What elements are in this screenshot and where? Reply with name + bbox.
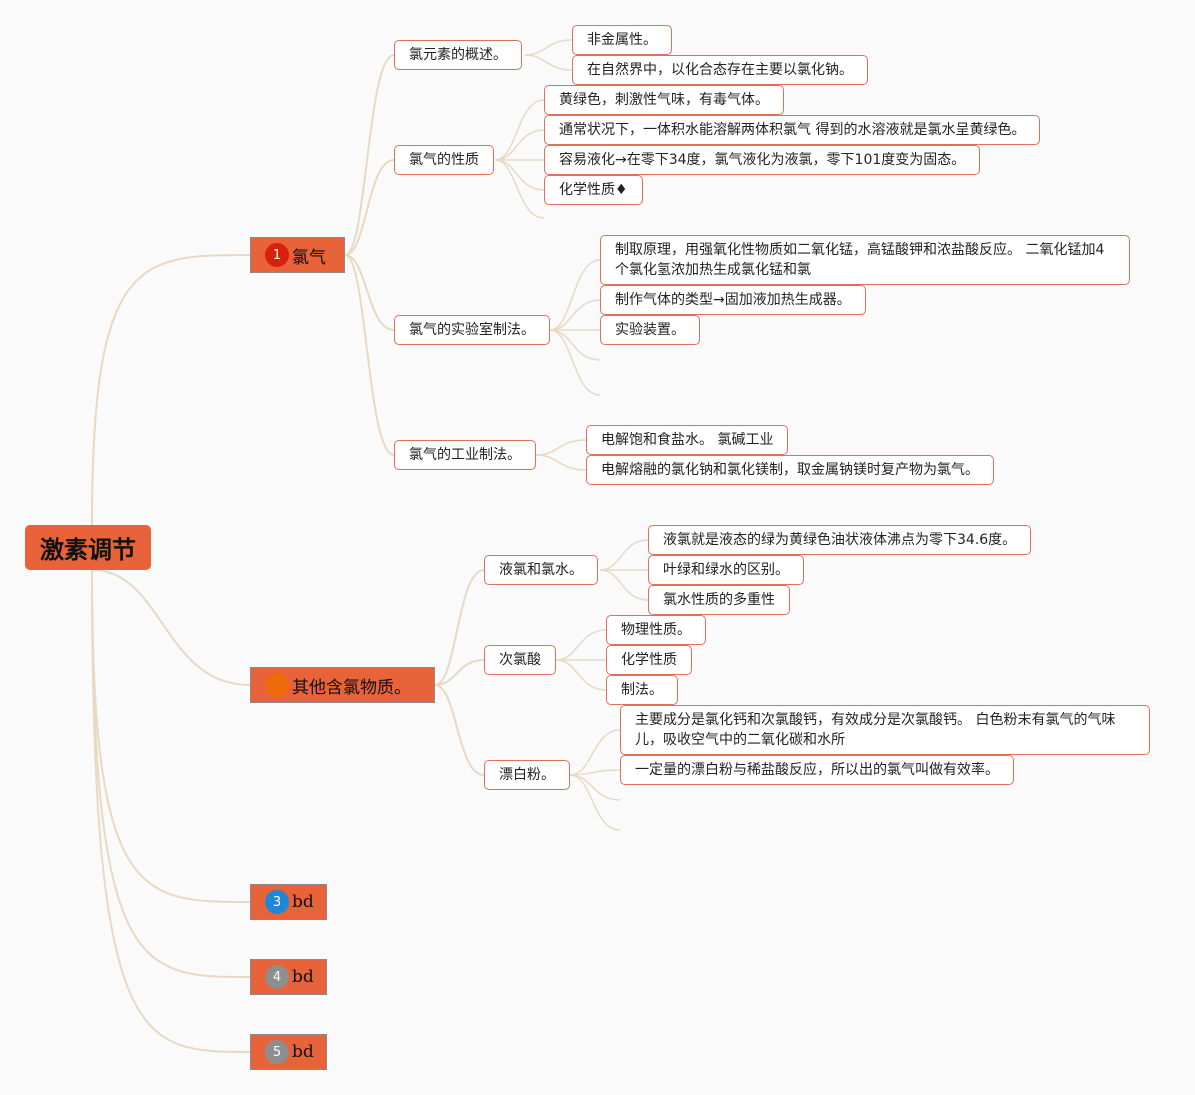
subtopic[interactable]: 主要成分是氯化钙和次氯酸钙，有效成分是次氯酸钙。 白色粉末有氯气的气味儿，吸收空…	[620, 705, 1150, 755]
topic-chlorine-overview[interactable]: 氯元素的概述。	[394, 40, 522, 70]
connector-line	[91, 569, 251, 686]
connector-line	[569, 729, 621, 776]
number-2-badge-icon	[265, 673, 289, 697]
connector-line	[91, 254, 251, 526]
branch-bd-3[interactable]: 3 bd	[250, 884, 327, 920]
connector-line	[494, 99, 545, 161]
branch-label: bd	[292, 1042, 314, 1062]
connector-line	[344, 159, 395, 256]
connector-line	[344, 254, 395, 456]
connector-line	[494, 159, 545, 191]
branch-label: bd	[292, 967, 314, 987]
subtopic[interactable]: 非金属性。	[572, 25, 672, 55]
subtopic[interactable]: 制法。	[606, 675, 678, 705]
connector-line	[494, 159, 545, 219]
connector-line	[599, 539, 649, 571]
root-topic[interactable]: 激素调节	[25, 525, 151, 570]
branch-label: 其他含氯物质。	[292, 677, 411, 698]
number-5-badge-icon: 5	[265, 1040, 289, 1064]
subtopic[interactable]: 一定量的漂白粉与稀盐酸反应，所以出的氯气叫做有效率。	[620, 755, 1014, 785]
connector-line	[91, 569, 251, 903]
subtopic[interactable]: 制取原理，用强氧化性物质如二氧化锰，高锰酸钾和浓盐酸反应。 二氧化锰加4个氯化氢…	[600, 235, 1130, 285]
subtopic[interactable]: 通常状况下，一体积水能溶解两体积氯气 得到的水溶液就是氯水呈黄绿色。	[544, 115, 1041, 145]
connector-line	[91, 569, 251, 978]
connector-line	[494, 129, 545, 161]
branch-label: bd	[292, 892, 314, 912]
branch-bd-5[interactable]: 5 bd	[250, 1034, 327, 1070]
connector-line	[434, 569, 485, 686]
connector-line	[549, 329, 601, 396]
subtopic[interactable]: 电解熔融的氯化钠和氯化镁制，取金属钠镁时复产物为氯气。	[586, 455, 994, 485]
branch-chlorine[interactable]: 1 氯气	[250, 237, 345, 273]
subtopic[interactable]: 电解饱和食盐水。 氯碱工业	[586, 425, 789, 455]
number-1-badge-icon: 1	[265, 243, 289, 267]
connector-line	[569, 774, 621, 831]
connector-line	[555, 659, 607, 691]
subtopic[interactable]: 在自然界中，以化合态存在主要以氯化钠。	[572, 55, 868, 85]
connector-line	[434, 659, 485, 686]
subtopic[interactable]: 氯水性质的多重性	[648, 585, 790, 615]
subtopic[interactable]: 容易液化→在零下34度，氯气液化为液氯，零下101度变为固态。	[544, 145, 981, 175]
number-3-badge-icon: 3	[265, 890, 289, 914]
connector-line	[535, 439, 587, 456]
topic-liquid-chlorine-and-chlorine-water[interactable]: 液氯和氯水。	[484, 555, 598, 585]
subtopic[interactable]: 化学性质	[606, 645, 692, 675]
subtopic[interactable]: 黄绿色，刺激性气味，有毒气体。	[544, 85, 784, 115]
topic-industrial-preparation[interactable]: 氯气的工业制法。	[394, 440, 536, 470]
topic-lab-preparation[interactable]: 氯气的实验室制法。	[394, 315, 550, 345]
connector-line	[91, 569, 251, 1053]
connector-line	[599, 569, 649, 601]
connector-line	[344, 254, 395, 331]
branch-other-chlorine[interactable]: 其他含氯物质。	[250, 667, 435, 703]
subtopic[interactable]: 物理性质。	[606, 615, 706, 645]
branch-label: 氯气	[292, 247, 326, 268]
connector-line	[549, 329, 601, 361]
connector-line	[524, 54, 573, 71]
number-4-badge-icon: 4	[265, 965, 289, 989]
subtopic[interactable]: 化学性质♦	[544, 175, 643, 205]
connector-line	[549, 299, 601, 331]
topic-chlorine-properties[interactable]: 氯气的性质	[394, 145, 494, 175]
topic-hypochlorous-acid[interactable]: 次氯酸	[484, 645, 556, 675]
connector-line	[535, 454, 587, 471]
subtopic[interactable]: 实验装置。	[600, 315, 700, 345]
connector-line	[569, 774, 621, 801]
connector-line	[549, 259, 601, 331]
subtopic[interactable]: 液氯就是液态的绿为黄绿色油状液体沸点为零下34.6度。	[648, 525, 1032, 555]
topic-bleaching-powder[interactable]: 漂白粉。	[484, 760, 570, 790]
connector-line	[344, 54, 395, 256]
connector-line	[524, 39, 573, 56]
connector-line	[555, 629, 607, 661]
subtopic[interactable]: 制作气体的类型→固加液加热生成器。	[600, 285, 866, 315]
connector-line	[434, 684, 485, 776]
branch-bd-4[interactable]: 4 bd	[250, 959, 327, 995]
subtopic[interactable]: 叶绿和绿水的区别。	[648, 555, 804, 585]
